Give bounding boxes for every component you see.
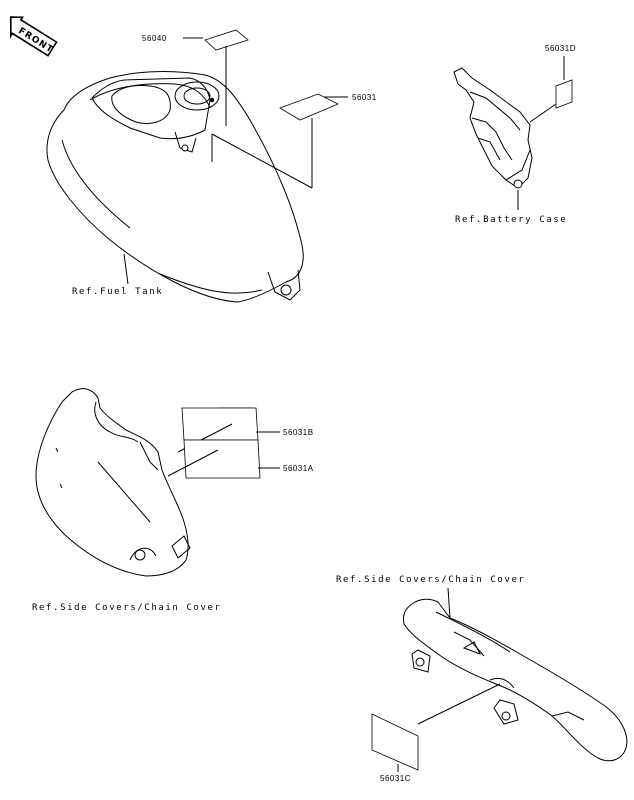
decal-56031A bbox=[167, 439, 280, 479]
front-direction-badge: FRONT bbox=[10, 16, 58, 57]
fuel-tank-leader bbox=[123, 253, 129, 285]
part-number-56031D: 56031D bbox=[545, 44, 576, 53]
decal-56040 bbox=[183, 29, 249, 126]
decal-56031B bbox=[177, 407, 280, 453]
decal-56031C bbox=[371, 683, 501, 772]
ref-side-covers-left-label: Ref.Side Covers/Chain Cover bbox=[32, 603, 222, 613]
part-number-56031B: 56031B bbox=[283, 428, 314, 437]
part-number-56040: 56040 bbox=[142, 34, 167, 43]
decal-56031 bbox=[211, 93, 348, 189]
part-number-56031C: 56031C bbox=[380, 774, 411, 783]
ref-side-covers-right-label: Ref.Side Covers/Chain Cover bbox=[336, 575, 526, 585]
ref-battery-case-label: Ref.Battery Case bbox=[455, 215, 567, 225]
decal-56031D bbox=[517, 56, 573, 210]
part-number-56031A: 56031A bbox=[283, 464, 314, 473]
chain-cover-illustration bbox=[403, 587, 628, 762]
side-cover-illustration bbox=[35, 388, 191, 577]
fuel-tank-illustration bbox=[46, 71, 304, 303]
part-number-56031: 56031 bbox=[352, 93, 377, 102]
battery-case-illustration bbox=[453, 67, 533, 189]
ref-fuel-tank-label: Ref.Fuel Tank bbox=[72, 287, 163, 297]
